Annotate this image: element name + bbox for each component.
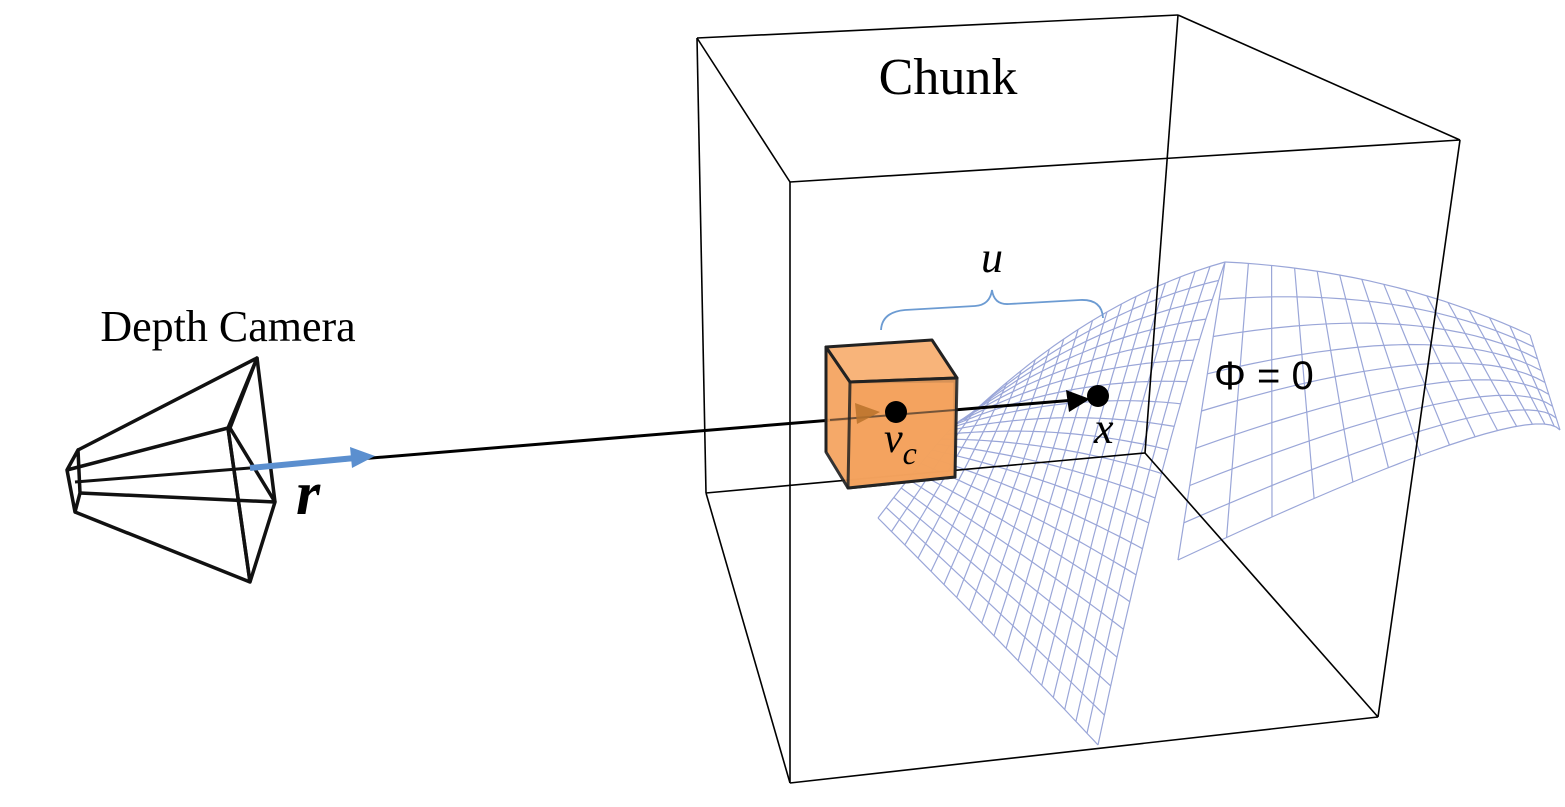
- surface-grid-line: [893, 496, 1112, 687]
- surface-grid-line: [1468, 309, 1533, 425]
- surface-grid-line: [1224, 261, 1531, 336]
- camera-front-face: [226, 356, 277, 584]
- ray-label: r: [296, 460, 321, 528]
- surface-grid-line: [1383, 284, 1451, 446]
- voxel-center-label: vc: [884, 416, 917, 471]
- chunk-edge: [1144, 14, 1179, 454]
- surface-grid-line: [1339, 274, 1389, 468]
- surface-label: Φ = 0: [1214, 354, 1314, 398]
- chunk-cube: [696, 14, 1461, 784]
- surface-grid-line: [877, 517, 1099, 746]
- surface-grid-line: [943, 359, 1036, 585]
- surface-grid-line: [968, 338, 1065, 611]
- surface-grid-line: [1086, 266, 1211, 734]
- camera-label: Depth Camera: [100, 302, 355, 351]
- surface-grid-line: [993, 320, 1094, 636]
- chunk-edge: [789, 139, 1461, 183]
- voxel-center-point: [885, 401, 907, 423]
- voxel-top-face: [824, 338, 959, 384]
- surface-grid-line: [1361, 279, 1422, 456]
- surface-grid-line: [1488, 317, 1546, 425]
- surface-grid-line: [1017, 303, 1123, 661]
- surface-grid-line: [1226, 263, 1249, 538]
- surface-grid-line: [1316, 271, 1354, 483]
- ray-direction-arrow: [249, 447, 375, 471]
- voxel-inner-arrowhead: [855, 403, 880, 424]
- surface-grid-line: [960, 338, 1200, 421]
- surface-grid-line: [1005, 311, 1108, 649]
- surface-grid-line: [917, 382, 1008, 559]
- surface-grid-line: [956, 348, 1050, 598]
- voxel-center-subscript: c: [903, 435, 917, 471]
- surface-grid-line: [1097, 261, 1226, 746]
- surface-grid-line: [904, 394, 994, 546]
- ray-arrowhead: [1066, 390, 1090, 412]
- surface-grid-line: [981, 329, 1079, 624]
- surface-grid-line: [1075, 271, 1196, 722]
- depth-camera-icon: [65, 356, 277, 584]
- surface-grid-line: [1447, 302, 1518, 427]
- chunk-edge: [696, 14, 1179, 39]
- surface-grid-line: [963, 298, 1213, 420]
- surface-mesh: [877, 261, 1561, 746]
- surface-grid-line: [1189, 394, 1553, 487]
- point-x-label: x: [1093, 404, 1114, 453]
- surface-grid-line: [1404, 289, 1476, 437]
- surface-grid-line: [1294, 267, 1315, 499]
- voxel-center-symbol: v: [884, 416, 903, 462]
- surface-grid-line: [1426, 295, 1499, 431]
- camera-center-ray: [74, 466, 251, 484]
- point-x: [1087, 385, 1109, 407]
- voxel-size-label: u: [981, 233, 1003, 282]
- surface-grid-line: [1064, 276, 1181, 710]
- chunk-edge: [696, 37, 791, 183]
- chunk-edge: [1144, 452, 1379, 718]
- chunk-edge: [1377, 139, 1461, 718]
- surface-grid-line: [1177, 261, 1226, 561]
- voxel-size-brace: [880, 289, 1104, 331]
- surface-grid-line: [930, 370, 1022, 572]
- chunk-edge: [789, 716, 1379, 784]
- chunk-label: Chunk: [879, 49, 1018, 106]
- surface-grid-line: [1177, 423, 1561, 561]
- surface-grid-line: [1529, 334, 1561, 431]
- chunk-edge: [1177, 14, 1461, 141]
- surface-grid-line: [1029, 296, 1137, 674]
- surface-grid-line: [1052, 282, 1167, 698]
- chunk-edge: [696, 37, 707, 494]
- surface-grid-line: [1509, 325, 1555, 427]
- surface-grid-line: [907, 478, 1124, 630]
- chunk-edge: [705, 492, 791, 784]
- voxel-right-face: [846, 376, 959, 490]
